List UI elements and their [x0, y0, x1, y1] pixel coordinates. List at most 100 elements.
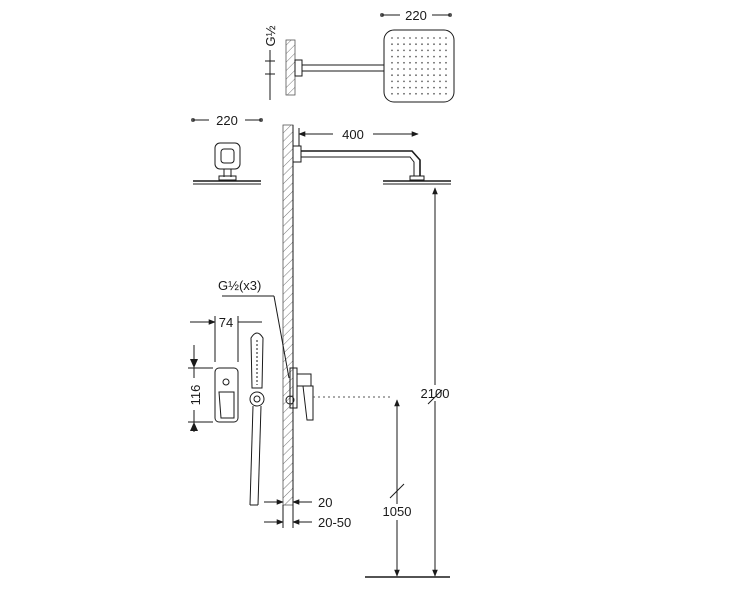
nozzle-dot — [421, 80, 423, 83]
hand-shower-hose — [249, 405, 254, 506]
top-view-wall-flange — [294, 59, 303, 77]
nozzle-dot — [415, 80, 417, 83]
nozzle-dot — [397, 49, 399, 52]
nozzle-dot — [427, 80, 429, 83]
nozzle-dot — [409, 37, 411, 39]
nozzle-dot — [415, 55, 417, 58]
nozzle-dot — [391, 55, 393, 58]
nozzle-dot — [421, 74, 423, 77]
nozzle-dot — [397, 86, 399, 89]
side-view: 400 G½(x3) 2100 1050 20 20-50 — [218, 124, 452, 578]
nozzle-dot — [421, 86, 423, 89]
nozzle-dot — [415, 37, 417, 39]
nozzle-dot — [397, 61, 399, 64]
nozzle-dot — [427, 86, 429, 89]
nozzle-dot — [409, 80, 411, 83]
top-view: G½ 220 — [263, 8, 455, 103]
nozzle-dot — [409, 55, 411, 58]
front-view-mixer: 74 116 — [187, 315, 262, 432]
nozzle-dot — [409, 74, 411, 77]
nozzle-dot — [427, 68, 429, 70]
nozzle-dot — [397, 92, 399, 95]
nozzle-dot — [445, 37, 447, 39]
nozzle-dot — [433, 37, 435, 39]
nozzle-dot — [397, 80, 399, 83]
mixer-plate — [214, 367, 239, 423]
nozzle-dot — [433, 92, 435, 95]
nozzle-dot — [415, 43, 417, 46]
nozzle-dot — [409, 49, 411, 52]
total-height-label: 2100 — [421, 386, 450, 401]
inlet-threads-label: G½(x3) — [218, 278, 261, 293]
arm-wall-flange — [292, 145, 302, 163]
nozzle-dot — [409, 61, 411, 64]
hand-shower-head — [250, 332, 264, 389]
nozzle-dot — [415, 86, 417, 89]
nozzle-dot — [397, 74, 399, 77]
nozzle-dot — [397, 55, 399, 58]
mixer-body — [289, 367, 298, 409]
nozzle-dot — [391, 61, 393, 64]
nozzle-dot — [433, 43, 435, 46]
nozzle-dot — [409, 68, 411, 70]
nozzle-dot — [439, 74, 441, 77]
hand-shower-holder — [249, 391, 265, 407]
nozzle-dot — [445, 74, 447, 77]
nozzle-dot — [439, 43, 441, 46]
nozzle-dot — [415, 68, 417, 70]
nozzle-dot — [445, 86, 447, 89]
nozzle-dot — [391, 37, 393, 39]
nozzle-dot — [421, 43, 423, 46]
shower-head-nozzle-grid — [391, 37, 447, 95]
inlet-leader-line — [273, 295, 290, 379]
nozzle-dot — [403, 37, 405, 39]
nozzle-dot — [409, 86, 411, 89]
nozzle-dot — [391, 74, 393, 77]
mixer-lever — [302, 385, 314, 421]
nozzle-dot — [403, 92, 405, 95]
nozzle-dot — [427, 55, 429, 58]
nozzle-dot — [391, 92, 393, 95]
mixer-lever-front — [218, 391, 235, 419]
nozzle-dot — [427, 61, 429, 64]
top-view-shower-head — [383, 29, 455, 103]
nozzle-dot — [391, 86, 393, 89]
nozzle-dot — [433, 80, 435, 83]
nozzle-dot — [409, 43, 411, 46]
nozzle-dot — [403, 68, 405, 70]
nozzle-dot — [415, 92, 417, 95]
nozzle-dot — [433, 68, 435, 70]
top-view-wall — [285, 39, 296, 96]
valve-height-label: 116 — [188, 385, 203, 406]
nozzle-dot — [433, 61, 435, 64]
nozzle-dot — [433, 55, 435, 58]
nozzle-dot — [403, 80, 405, 83]
hose-outlet — [285, 395, 295, 405]
nozzle-dot — [439, 55, 441, 58]
nozzle-dot — [439, 61, 441, 64]
nozzle-dot — [391, 49, 393, 52]
nozzle-dot — [445, 55, 447, 58]
nozzle-dot — [403, 43, 405, 46]
valve-width-label: 74 — [219, 315, 233, 330]
nozzle-dot — [445, 49, 447, 52]
nozzle-dot — [397, 37, 399, 39]
wall-depth-range-label: 20-50 — [318, 515, 351, 530]
nozzle-dot — [439, 68, 441, 70]
valve-height-floor-label: 1050 — [383, 504, 412, 519]
hand-shower — [249, 332, 265, 506]
nozzle-dot — [403, 55, 405, 58]
nozzle-dot — [391, 43, 393, 46]
nozzle-dot — [421, 68, 423, 70]
nozzle-dot — [445, 68, 447, 70]
nozzle-dot — [403, 86, 405, 89]
nozzle-dot — [427, 37, 429, 39]
nozzle-dot — [421, 55, 423, 58]
nozzle-dot — [433, 74, 435, 77]
nozzle-dot — [427, 92, 429, 95]
nozzle-dot — [433, 86, 435, 89]
nozzle-dot — [439, 86, 441, 89]
wall-depth-label: 20 — [318, 495, 332, 510]
